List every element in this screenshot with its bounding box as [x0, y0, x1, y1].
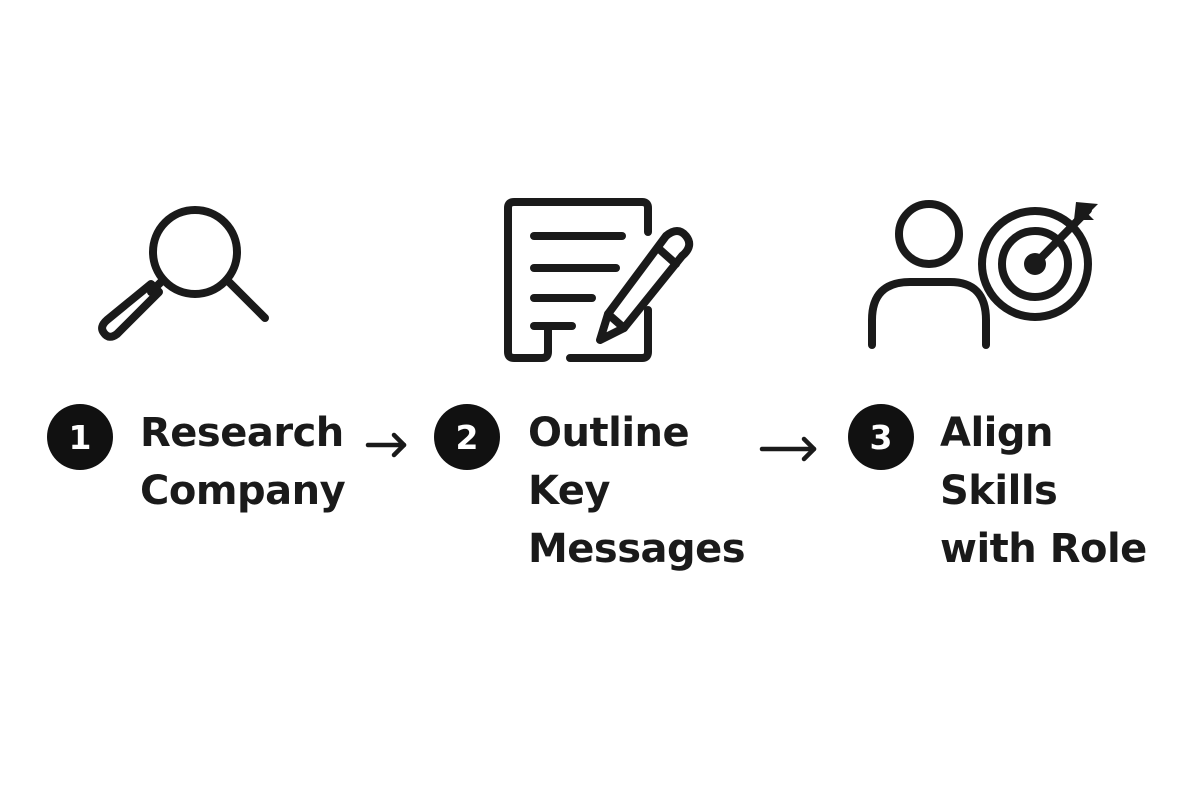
person-target-icon	[868, 200, 1098, 349]
step-label-line: Company	[140, 468, 346, 514]
step-label-line: Key	[528, 468, 611, 514]
step-label-line: with Role	[940, 526, 1147, 572]
step-number-badge-1: 1	[47, 404, 113, 470]
step-label-line: Outline	[528, 410, 690, 456]
magnifying-glass-icon	[98, 206, 269, 341]
document-pencil-icon	[504, 198, 694, 362]
step-label-line: Align	[940, 410, 1053, 456]
step-label-1: Research Company	[140, 404, 346, 520]
step-label-line: Research	[140, 410, 344, 456]
step-label-3: Align Skills with Role	[940, 404, 1147, 578]
step-label-2: Outline Key Messages	[528, 404, 746, 578]
step-number-badge-2: 2	[434, 404, 500, 470]
step-label-line: Messages	[528, 526, 746, 572]
step-label-line: Skills	[940, 468, 1058, 514]
right-arrow-icon	[759, 436, 817, 462]
step-number-badge-3: 3	[848, 404, 914, 470]
right-arrow-icon	[365, 432, 407, 458]
